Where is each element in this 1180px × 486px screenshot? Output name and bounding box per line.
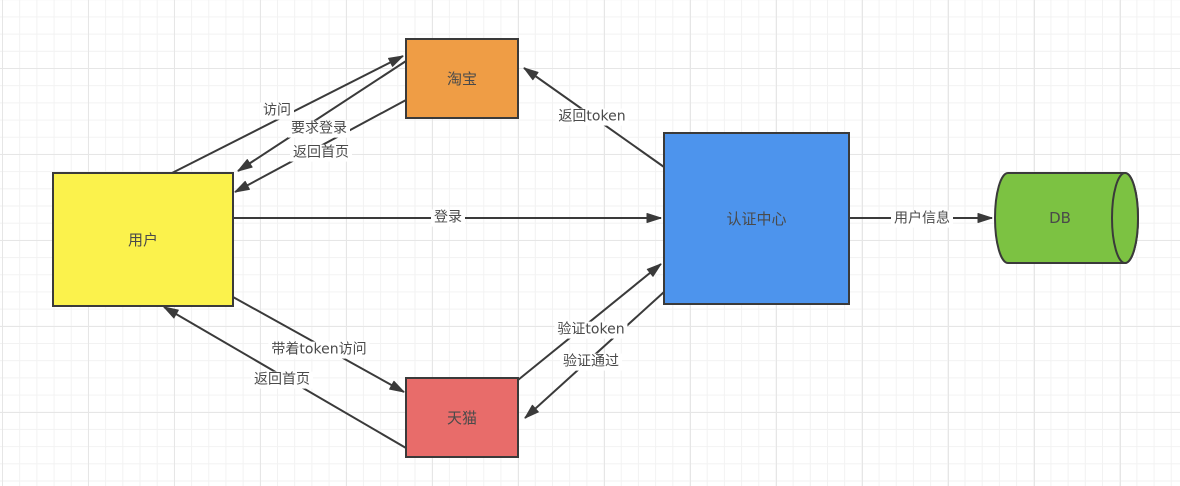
db-cylinder-cap-ellipse [1111, 172, 1139, 264]
edge-verify-token[interactable] [517, 263, 662, 381]
node-auth-center[interactable] [663, 132, 850, 305]
node-tmall[interactable] [405, 377, 519, 458]
edge-require-login[interactable] [237, 60, 407, 172]
edge-visit[interactable] [171, 55, 404, 174]
edge-return-token[interactable] [523, 67, 665, 168]
edge-visit-with-token[interactable] [232, 296, 405, 393]
node-user[interactable] [52, 172, 234, 307]
edge-return-home-bottom[interactable] [163, 306, 407, 449]
edge-return-home-top[interactable] [234, 99, 407, 193]
edge-verify-pass[interactable] [524, 291, 665, 419]
node-db-cylinder[interactable] [994, 172, 1139, 264]
node-taobao[interactable] [405, 38, 519, 119]
